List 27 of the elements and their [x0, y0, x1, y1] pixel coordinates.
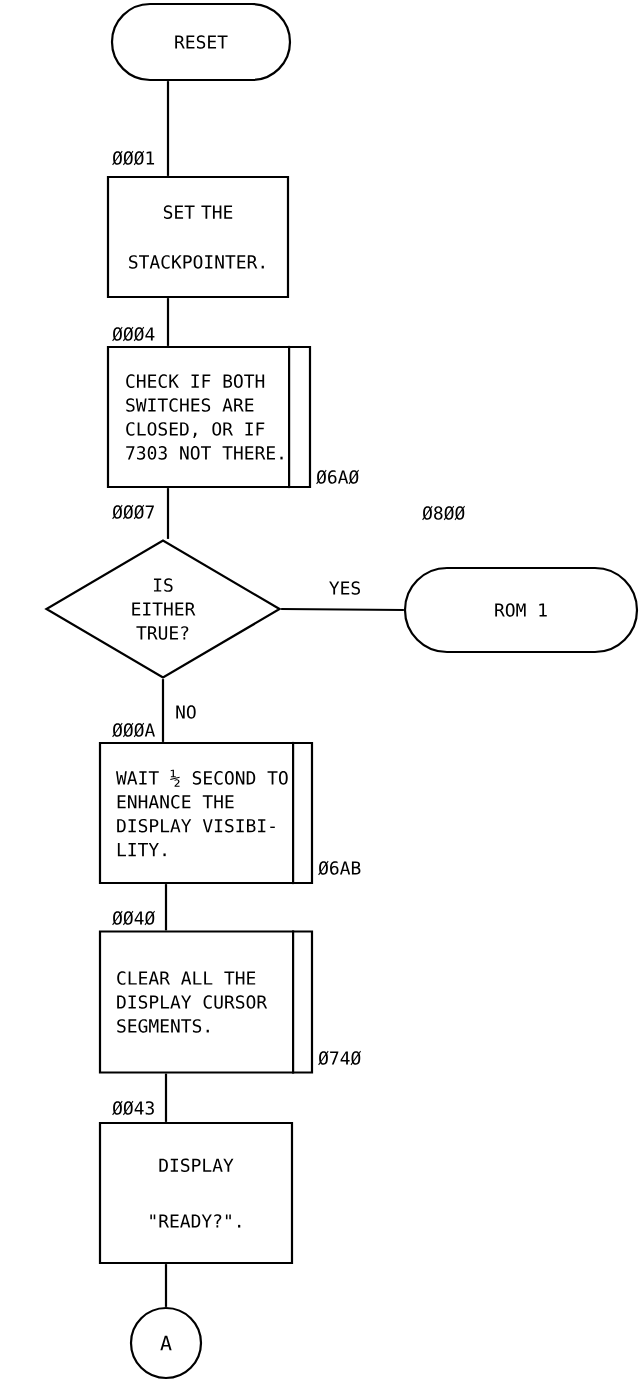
connector-line — [166, 81, 170, 176]
process-box: DISPLAY "READY?". — [98, 1121, 294, 1265]
address-label: ØØØ7 — [112, 504, 154, 520]
subroutine-box: WAIT ½ SECOND TO ENHANCE THE DISPLAY VISIBI- LITY. — [98, 741, 314, 885]
address-label: ØØ4Ø — [112, 910, 155, 926]
address-label: ØØØA — [112, 722, 155, 738]
connector-line — [164, 1264, 168, 1307]
address-label: ØØ43 — [112, 1100, 154, 1116]
subroutine-box: CHECK IF BOTH SWITCHES ARE CLOSED, OR IF 7303 NOT THERE. — [106, 345, 312, 489]
address-label: Ø8ØØ — [422, 505, 465, 521]
address-label: Ø74Ø — [318, 1050, 361, 1066]
connector-line — [164, 1073, 168, 1122]
connector-line — [166, 298, 170, 346]
edge-label: NO — [173, 703, 199, 721]
terminal-box: RESET — [110, 2, 292, 82]
connector-line — [161, 679, 165, 742]
address-label: Ø6AØ — [316, 469, 359, 485]
terminal-box: ROM 1 — [403, 566, 639, 654]
connector-line — [166, 488, 170, 539]
address-label: ØØØ1 — [112, 150, 155, 166]
process-box: SET THE STACKPOINTER. — [106, 175, 290, 299]
address-label: Ø6AB — [318, 860, 361, 876]
connector-line — [281, 607, 404, 612]
edge-label: YES — [326, 579, 364, 597]
connector-line — [164, 884, 168, 931]
subroutine-box: CLEAR ALL THE DISPLAY CURSOR SEGMENTS. — [98, 930, 314, 1074]
address-label: ØØØ4 — [112, 326, 155, 342]
